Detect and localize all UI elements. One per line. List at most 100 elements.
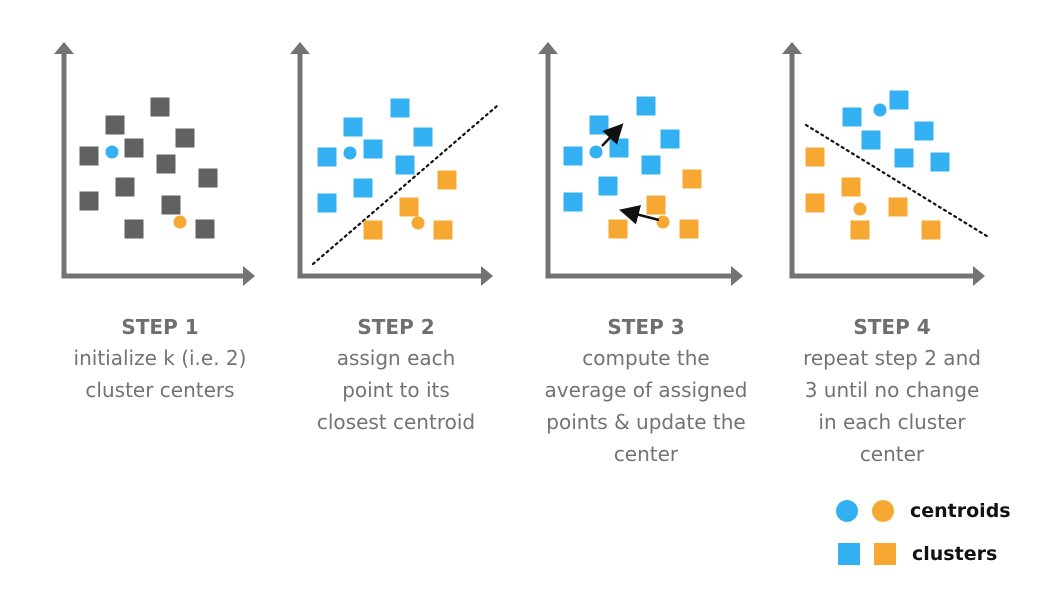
blue-cluster-point xyxy=(914,121,934,141)
legend-clusters-label: clusters xyxy=(912,543,998,565)
step-4-title: STEP 4 xyxy=(853,315,931,339)
step-2-description: assign each point to its closest centroi… xyxy=(276,342,516,438)
step-4-line: center xyxy=(859,442,925,466)
blue-cluster-point xyxy=(598,176,618,196)
unassigned-point xyxy=(175,128,195,148)
orange-cluster-point xyxy=(888,197,908,217)
blue-cluster-point xyxy=(317,147,337,167)
unassigned-point xyxy=(105,115,125,135)
step-3-x-axis-arrowhead xyxy=(731,266,743,286)
step-4-caption: STEP 4 repeat step 2 and 3 until no chan… xyxy=(772,312,1012,470)
step-1-caption: STEP 1 initialize k (i.e. 2) cluster cen… xyxy=(40,312,280,406)
legend-clusters: clusters xyxy=(838,543,997,565)
step-3-title: STEP 3 xyxy=(607,315,685,339)
step-3-y-axis-arrowhead xyxy=(538,42,558,54)
step-1-x-axis-arrowhead xyxy=(243,266,255,286)
orange-cluster-point xyxy=(363,220,383,240)
orange-cluster-point xyxy=(921,220,941,240)
unassigned-point xyxy=(156,154,176,174)
blue-cluster-point xyxy=(395,155,415,175)
blue-cluster-point xyxy=(930,152,950,172)
orange-cluster-point xyxy=(437,170,457,190)
blue-cluster-point xyxy=(413,127,433,147)
step-2-y-axis-arrowhead xyxy=(290,42,310,54)
blue-cluster-point xyxy=(842,107,862,127)
unassigned-point xyxy=(150,97,170,117)
orange-cluster-point xyxy=(399,197,419,217)
orange-cluster-point xyxy=(805,147,825,167)
blue-centroid xyxy=(105,145,119,159)
orange-cluster-swatch xyxy=(874,543,896,565)
orange-centroid xyxy=(656,215,670,229)
blue-cluster-point xyxy=(894,148,914,168)
step-1-line: initialize k (i.e. 2) xyxy=(73,346,247,370)
legend-centroids-label: centroids xyxy=(910,500,1011,522)
step-2-caption: STEP 2 assign each point to its closest … xyxy=(276,312,516,438)
step-4-decision-boundary xyxy=(804,123,992,240)
step-1-title: STEP 1 xyxy=(121,315,199,339)
orange-cluster-point xyxy=(646,195,666,215)
blue-cluster-point xyxy=(563,146,583,166)
blue-centroid-swatch xyxy=(836,500,858,522)
step-3-line: points & update the xyxy=(546,410,746,434)
blue-cluster-point xyxy=(363,139,383,159)
blue-centroid xyxy=(589,145,603,159)
blue-cluster-point xyxy=(641,155,661,175)
unassigned-point xyxy=(79,191,99,211)
blue-cluster-point xyxy=(861,130,881,150)
centroid-move-arrow xyxy=(619,205,660,225)
blue-cluster-point xyxy=(343,117,363,137)
step-1-line: cluster centers xyxy=(85,378,235,402)
step-4-description: repeat step 2 and 3 until no change in e… xyxy=(772,342,1012,470)
step-4-y-axis-arrowhead xyxy=(782,42,802,54)
blue-cluster-point xyxy=(317,193,337,213)
orange-cluster-point xyxy=(850,220,870,240)
step-4-x-axis-arrowhead xyxy=(973,266,985,286)
step-1-description: initialize k (i.e. 2) cluster centers xyxy=(40,342,280,406)
blue-cluster-point xyxy=(889,90,909,110)
legend-centroids: centroids xyxy=(836,500,1011,522)
centroid-move-arrow xyxy=(601,123,624,147)
blue-cluster-point xyxy=(589,115,609,135)
orange-cluster-point xyxy=(682,169,702,189)
step-2-decision-boundary xyxy=(311,104,499,266)
unassigned-point xyxy=(161,195,181,215)
blue-centroid xyxy=(873,103,887,117)
unassigned-point xyxy=(195,219,215,239)
orange-cluster-point xyxy=(679,219,699,239)
step-4-line: repeat step 2 and xyxy=(803,346,981,370)
orange-centroid xyxy=(853,202,867,216)
orange-centroid xyxy=(411,216,425,230)
step-2-line: point to its xyxy=(342,378,450,402)
orange-centroid-swatch xyxy=(872,500,894,522)
blue-cluster-point xyxy=(609,138,629,158)
step-2-x-axis-arrowhead xyxy=(481,266,493,286)
step-2-line: assign each xyxy=(336,346,456,370)
step-1-y-axis-arrowhead xyxy=(54,42,74,54)
step-3-line: compute the xyxy=(582,346,710,370)
step-3-line: average of assigned xyxy=(544,378,748,402)
blue-cluster-swatch xyxy=(838,543,860,565)
step-3-description: compute the average of assigned points &… xyxy=(526,342,766,470)
step-3-line: center xyxy=(613,442,679,466)
orange-cluster-point xyxy=(608,219,628,239)
step-4-line: 3 until no change xyxy=(804,378,980,402)
orange-cluster-point xyxy=(841,177,861,197)
blue-centroid xyxy=(343,146,357,160)
step-2-line: closest centroid xyxy=(316,410,476,434)
step-4-line: in each cluster xyxy=(818,410,966,434)
blue-cluster-point xyxy=(660,129,680,149)
blue-cluster-point xyxy=(563,192,583,212)
step-3-caption: STEP 3 compute the average of assigned p… xyxy=(526,312,766,470)
unassigned-point xyxy=(79,146,99,166)
blue-cluster-point xyxy=(390,98,410,118)
unassigned-point xyxy=(124,219,144,239)
blue-cluster-point xyxy=(636,96,656,116)
unassigned-point xyxy=(198,168,218,188)
blue-cluster-point xyxy=(353,178,373,198)
orange-centroid xyxy=(173,215,187,229)
orange-cluster-point xyxy=(433,220,453,240)
step-2-title: STEP 2 xyxy=(357,315,435,339)
unassigned-point xyxy=(115,177,135,197)
